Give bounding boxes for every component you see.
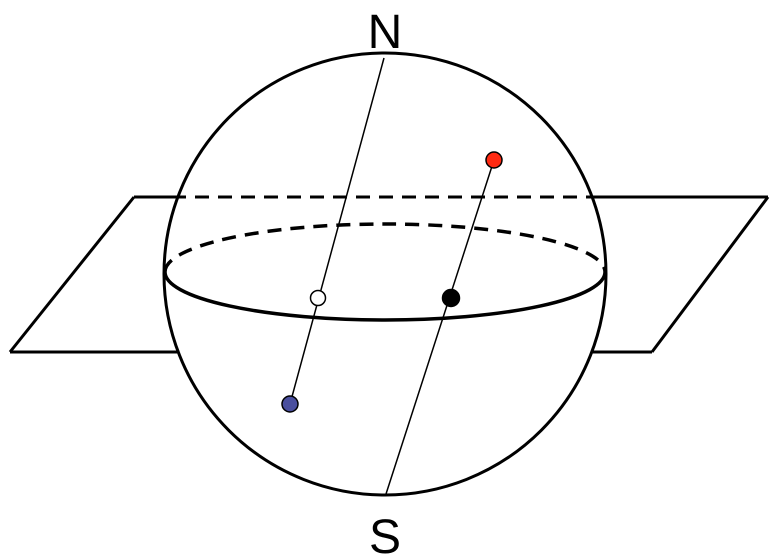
projection-line-south: [385, 159, 495, 495]
equator-front-solid: [163, 271, 607, 322]
equator-back-dashed: [163, 222, 607, 273]
sphere-point-blue: [281, 395, 299, 413]
south-pole-label: S: [369, 511, 401, 558]
north-pole-label: N: [368, 6, 403, 59]
sphere-outline: [162, 51, 608, 497]
sphere-point-red: [485, 151, 503, 169]
plane: [8, 195, 770, 354]
plane-left-edge: [8, 196, 136, 353]
projected-point-filled: [441, 288, 461, 308]
plane-right-edge: [650, 196, 770, 353]
projection-line-north: [289, 57, 385, 405]
projected-point-open: [309, 289, 327, 307]
